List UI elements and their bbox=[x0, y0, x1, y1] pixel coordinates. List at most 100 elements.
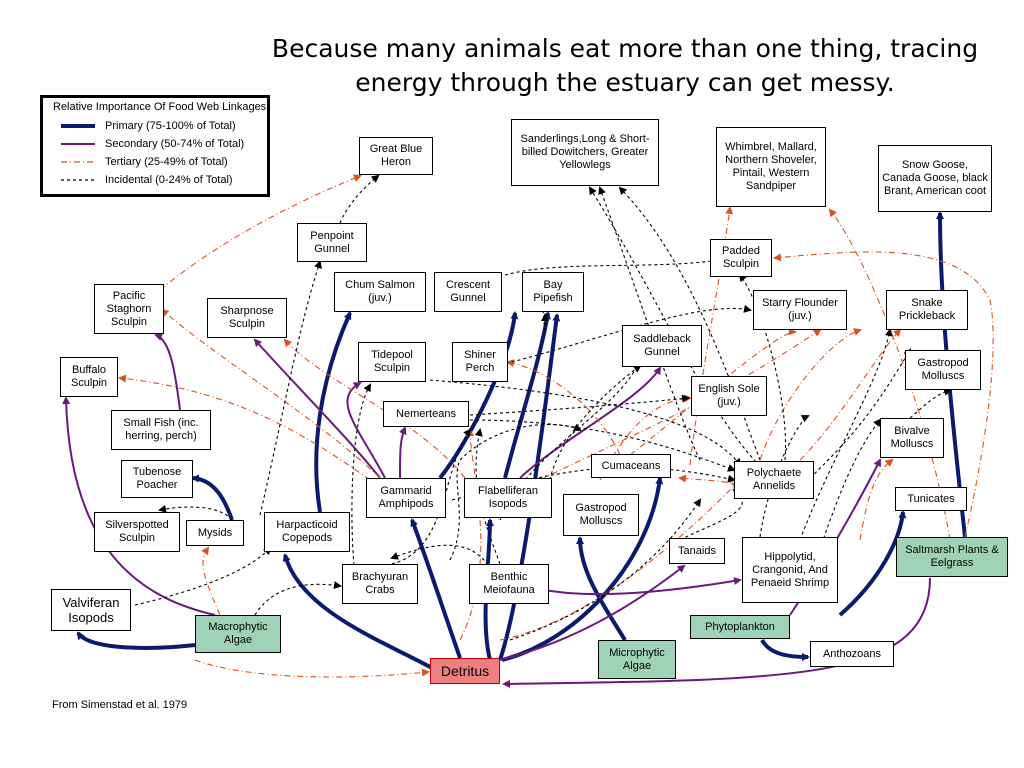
food-web-link bbox=[760, 638, 810, 661]
food-web-link bbox=[539, 328, 822, 481]
node-detritus: Detritus bbox=[430, 658, 500, 684]
node-valviferan-isopods: Valviferan Isopods bbox=[51, 589, 131, 631]
node-flabelliferan-isopods: Flabelliferan Isopods bbox=[464, 478, 552, 518]
node-saddleback-gunnel: Saddleback Gunnel bbox=[622, 325, 702, 367]
food-web-link bbox=[773, 251, 994, 538]
node-macrophytic-algae: Macrophytic Algae bbox=[195, 615, 281, 653]
food-web-link bbox=[399, 426, 407, 479]
food-web-link bbox=[504, 256, 722, 276]
food-web-link bbox=[588, 186, 757, 463]
food-web-link bbox=[838, 510, 907, 617]
legend: Relative Importance Of Food Web Linkages… bbox=[40, 95, 270, 197]
title-line-2: energy through the estuary can get messy… bbox=[355, 68, 895, 97]
food-web-link bbox=[159, 174, 362, 291]
food-web-link bbox=[502, 577, 931, 688]
node-shiner-perch: Shiner Perch bbox=[452, 342, 508, 382]
node-sharpnose-sculpin: Sharpnose Sculpin bbox=[207, 298, 287, 338]
food-web-link bbox=[799, 328, 902, 461]
node-benthic-meiofauna: Benthic Meiofauna bbox=[469, 564, 549, 604]
node-hippolytid-shrimp: Hippolytid, Crangonid, And Penaeid Shrim… bbox=[742, 537, 838, 603]
incidental-line-icon bbox=[61, 179, 95, 181]
node-tubenose-poacher: Tubenose Poacher bbox=[121, 460, 193, 498]
food-web-link bbox=[499, 480, 740, 641]
food-web-link bbox=[759, 415, 810, 538]
food-web-link bbox=[314, 311, 352, 513]
node-tidepool-sculpin: Tidepool Sculpin bbox=[358, 342, 426, 382]
node-snake-prickleback: Snake Prickleback bbox=[886, 290, 968, 330]
food-web-link bbox=[158, 504, 233, 521]
node-gammarid-amphipods: Gammarid Amphipods bbox=[366, 478, 446, 518]
node-chum-salmon: Chum Salmon (juv.) bbox=[334, 272, 426, 312]
food-web-link bbox=[679, 488, 743, 541]
food-web-link bbox=[503, 311, 551, 479]
food-web-link bbox=[499, 304, 752, 366]
node-starry-flounder: Starry Flounder (juv.) bbox=[753, 290, 847, 330]
food-web-link bbox=[506, 359, 621, 456]
primary-line-icon bbox=[61, 124, 95, 128]
food-web-link bbox=[540, 309, 549, 331]
legend-label: Tertiary (25-49% of Total) bbox=[105, 156, 228, 168]
food-web-link bbox=[576, 536, 627, 642]
food-web-link bbox=[629, 327, 797, 456]
food-web-link bbox=[549, 364, 642, 481]
food-web-link bbox=[282, 553, 433, 670]
food-web-link bbox=[62, 396, 216, 616]
food-web-link bbox=[909, 388, 952, 419]
food-web-link bbox=[501, 476, 664, 662]
food-web-link bbox=[469, 419, 736, 472]
food-web-link bbox=[259, 260, 322, 516]
food-web-link bbox=[799, 328, 893, 541]
food-web-link bbox=[191, 474, 234, 521]
node-penpoint-gunnel: Penpoint Gunnel bbox=[297, 223, 367, 262]
secondary-line-icon bbox=[61, 143, 95, 145]
food-web-link bbox=[283, 338, 466, 479]
node-harpacticoid-copepods: Harpacticoid Copepods bbox=[264, 512, 350, 552]
node-tunicates: Tunicates bbox=[895, 487, 967, 511]
node-phytoplankton: Phytoplankton bbox=[690, 615, 790, 639]
food-web-link bbox=[809, 348, 912, 479]
food-web-link bbox=[438, 311, 519, 480]
node-silverspotted-sculpin: Silverspotted Sculpin bbox=[94, 512, 180, 552]
legend-label: Secondary (50-74% of Total) bbox=[105, 138, 245, 150]
food-web-link bbox=[410, 518, 462, 659]
node-english-sole: English Sole (juv.) bbox=[691, 376, 767, 416]
food-web-link bbox=[828, 208, 951, 541]
food-web-link bbox=[390, 544, 489, 566]
legend-title: Relative Importance Of Food Web Linkages bbox=[53, 101, 267, 113]
title-line-1: Because many animals eat more than one t… bbox=[271, 34, 979, 63]
food-web-link bbox=[499, 358, 642, 521]
food-web-link bbox=[474, 428, 501, 565]
legend-label: Primary (75-100% of Total) bbox=[105, 120, 236, 132]
node-anthozoans: Anthozoans bbox=[810, 641, 894, 667]
food-web-link bbox=[339, 174, 380, 224]
node-tanaids: Tanaids bbox=[669, 538, 725, 564]
node-polychaete-annelids: Polychaete Annelids bbox=[734, 461, 814, 499]
node-microphytic-algae: Microphytic Algae bbox=[598, 640, 676, 679]
food-web-link bbox=[618, 186, 761, 461]
food-web-link bbox=[519, 366, 662, 479]
node-whimbrel: Whimbrel, Mallard, Northern Shoveler, Pi… bbox=[716, 127, 826, 207]
node-snow-goose: Snow Goose, Canada Goose, black Brant, A… bbox=[878, 145, 992, 212]
food-web-link bbox=[194, 659, 430, 678]
node-pacific-staghorn-sculpin: Pacific Staghorn Sculpin bbox=[94, 284, 164, 334]
food-web-link bbox=[254, 581, 342, 616]
node-great-blue-heron: Great Blue Heron bbox=[359, 137, 433, 175]
food-web-link bbox=[429, 379, 742, 467]
node-brachyuran-crabs: Brachyuran Crabs bbox=[342, 564, 418, 604]
node-bay-pipefish: Bay Pipefish bbox=[522, 272, 584, 312]
source-credit: From Simenstad et al. 1979 bbox=[52, 699, 188, 711]
food-web-link bbox=[449, 423, 582, 561]
food-web-link bbox=[459, 428, 482, 641]
food-web-links bbox=[62, 174, 994, 688]
food-web-link bbox=[154, 333, 181, 411]
food-web-link bbox=[351, 383, 371, 566]
food-web-link bbox=[201, 546, 221, 616]
food-web-link bbox=[76, 631, 196, 650]
food-web-link bbox=[469, 394, 690, 416]
food-web-link bbox=[134, 546, 272, 606]
node-crescent-gunnel: Crescent Gunnel bbox=[434, 272, 502, 312]
node-small-fish: Small Fish (inc. herring, perch) bbox=[111, 410, 211, 450]
node-mysids: Mysids bbox=[186, 520, 244, 546]
food-web-link bbox=[509, 498, 702, 641]
